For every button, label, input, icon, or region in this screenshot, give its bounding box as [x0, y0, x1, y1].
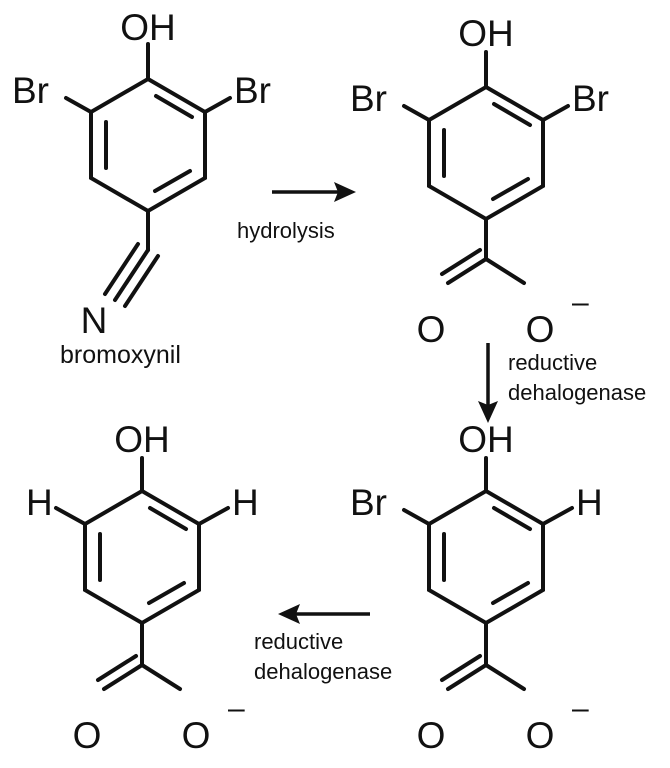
bromine-left-label: Br [350, 482, 387, 523]
arrow-head [478, 401, 498, 423]
bromine-left-label: Br [350, 78, 387, 119]
inner-double-bond [147, 581, 186, 605]
inner-double-bond [491, 581, 530, 605]
br-right-bond [203, 96, 232, 114]
c-o-single-bond [484, 257, 526, 285]
dibromo-bonds [402, 50, 570, 285]
hydrolysis-label: hydrolysis [237, 218, 335, 243]
c-o-double-bond [440, 248, 482, 276]
oxygen-single-label: O [526, 309, 555, 350]
inner-double-bond [148, 506, 188, 531]
hydrolysis-arrow: hydrolysis [237, 182, 356, 243]
c-o-single-bond [484, 663, 526, 691]
h-left-bond [54, 506, 87, 526]
c-o-double-bond [446, 663, 488, 691]
br-right-bond [541, 104, 570, 122]
br-left-bond [402, 104, 431, 122]
oxygen-double-label: O [417, 715, 446, 756]
nitrogen-label: N [81, 300, 108, 341]
c-o-double-bond [96, 654, 138, 682]
br-left-bond [64, 96, 93, 114]
arrow-head [278, 604, 300, 624]
hydroxyl-label: OH [120, 7, 176, 48]
dehalogenase-arrow-left: reductive dehalogenase [254, 604, 392, 684]
hydrogen-right-label: H [576, 482, 603, 523]
inner-double-bond [492, 506, 532, 531]
c-o-double-bond [102, 663, 144, 691]
reductive-label: reductive [254, 629, 343, 654]
inner-double-bond [491, 177, 530, 201]
bromine-left-label: Br [12, 70, 49, 111]
triple-bond-line [123, 254, 160, 308]
inner-double-bond [153, 169, 192, 193]
inner-double-bond [154, 94, 194, 119]
hydrogen-right-label: H [232, 482, 259, 523]
benzene-ring [427, 84, 545, 222]
oxygen-single-label: O [526, 715, 555, 756]
oxygen-double-label: O [73, 715, 102, 756]
bromoxynil-bonds [64, 42, 232, 308]
h-right-bond [541, 506, 574, 526]
molecule-hydroxybenzoate: OH H H O O – [26, 419, 259, 756]
negative-charge: – [572, 286, 589, 319]
dehalogenase-label: dehalogenase [508, 380, 646, 405]
oxygen-single-label: O [182, 715, 211, 756]
oxygen-double-label: O [417, 309, 446, 350]
bromine-right-label: Br [572, 78, 609, 119]
hydroxyl-label: OH [458, 419, 514, 460]
hydrogen-left-label: H [26, 482, 53, 523]
bromo-bonds [402, 456, 574, 691]
c-o-single-bond [140, 663, 182, 691]
benzene-ring [427, 488, 545, 626]
negative-charge: – [228, 692, 245, 725]
triple-bond-line [103, 242, 140, 296]
dehalogenase-arrow-down: reductive dehalogenase [478, 343, 646, 423]
inner-double-bond [492, 102, 532, 127]
bromine-right-label: Br [234, 70, 271, 111]
triple-bond-line [113, 248, 150, 302]
benzene-ring [83, 488, 201, 626]
molecule-bromo-hydroxybenzoate: OH Br H O O – [350, 419, 603, 756]
arrow-head [334, 182, 356, 202]
hydroxybenzoate-bonds [54, 456, 230, 691]
reductive-label: reductive [508, 350, 597, 375]
c-o-double-bond [440, 654, 482, 682]
molecule-dibromo-hydroxybenzoate: OH Br Br O O – [350, 13, 609, 350]
molecule-bromoxynil: OH Br Br N bromoxynil [12, 7, 271, 369]
negative-charge: – [572, 692, 589, 725]
c-o-double-bond [446, 257, 488, 285]
h-right-bond [197, 506, 230, 526]
benzene-ring [89, 76, 207, 214]
hydroxyl-label: OH [458, 13, 514, 54]
hydroxyl-label: OH [114, 419, 170, 460]
dehalogenase-label: dehalogenase [254, 659, 392, 684]
bromoxynil-name-label: bromoxynil [60, 341, 181, 369]
br-left-bond [402, 508, 431, 526]
